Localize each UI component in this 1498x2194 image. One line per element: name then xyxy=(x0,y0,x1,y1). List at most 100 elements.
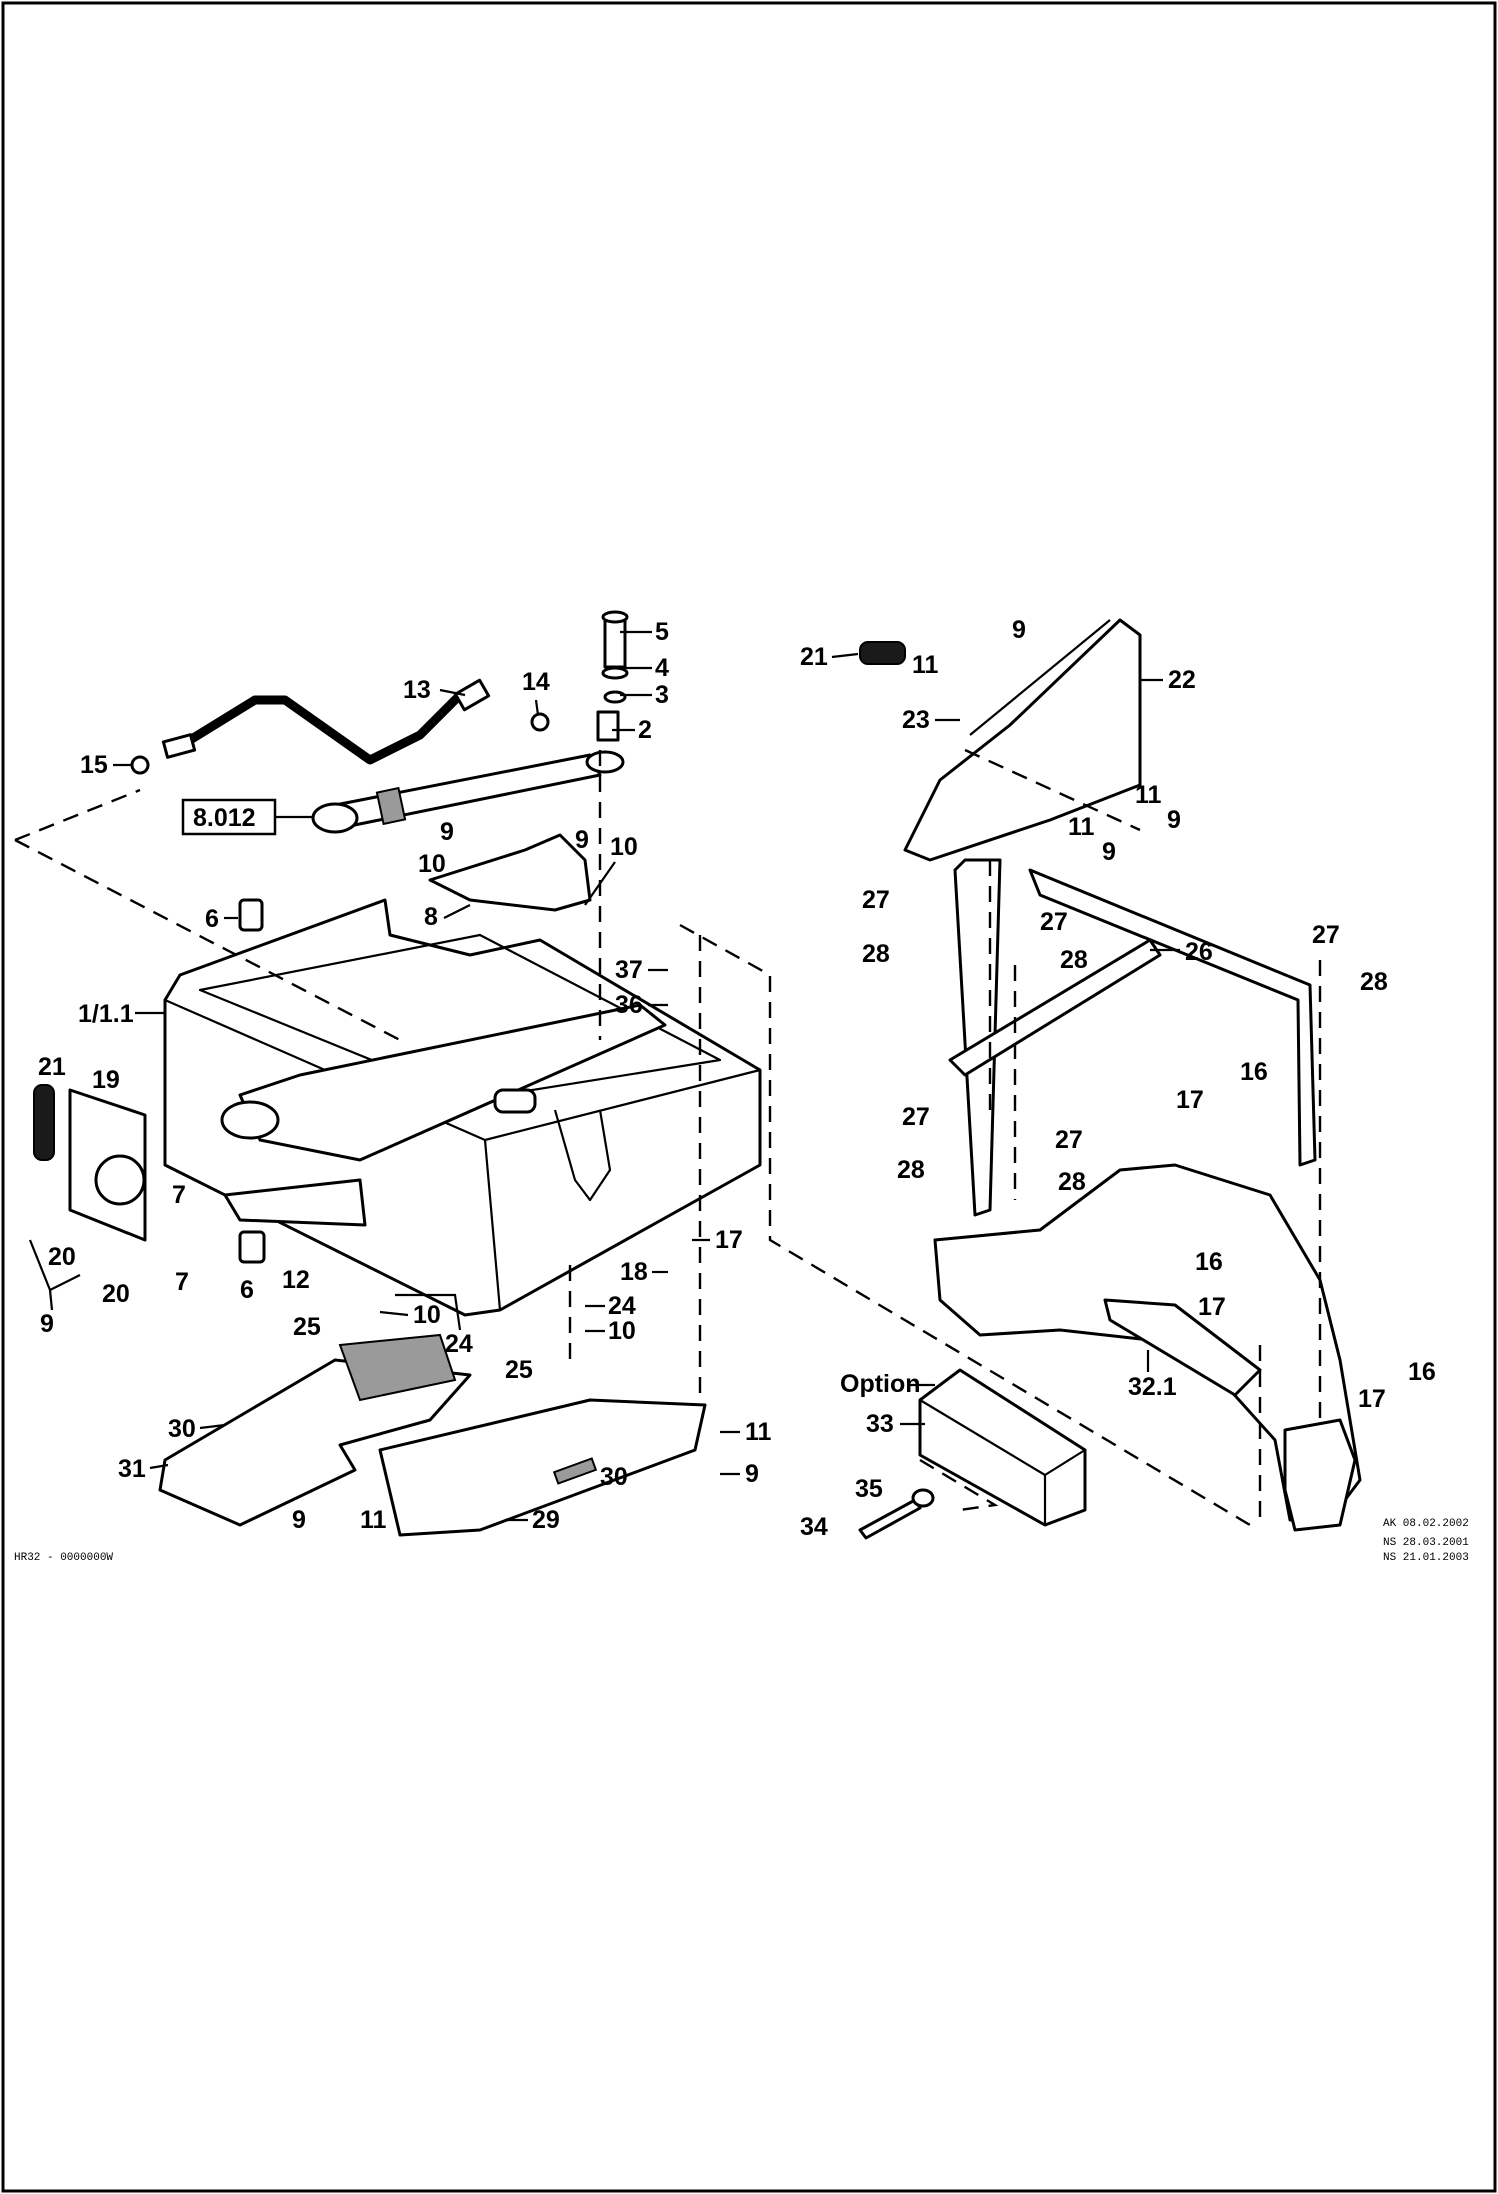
callout-17-left: 17 xyxy=(715,1226,743,1254)
boom-swing-bracket xyxy=(238,1003,667,1162)
callout-20-b: 20 xyxy=(102,1280,130,1308)
guide-line xyxy=(964,748,1141,832)
callout-labels-right: 21 11 9 22 23 11 9 11 9 27 28 27 28 26 2… xyxy=(800,616,1436,1541)
callout-15: 15 xyxy=(80,751,108,779)
callout-14: 14 xyxy=(522,668,550,696)
callout-9-b: 9 xyxy=(575,826,589,854)
callout-7-a: 7 xyxy=(172,1181,186,1209)
callout-4: 4 xyxy=(655,654,669,682)
callout-26: 26 xyxy=(1185,938,1213,966)
cylinder-eye xyxy=(311,802,359,834)
callout-17-c: 17 xyxy=(1358,1385,1386,1413)
callout-31: 31 xyxy=(118,1455,146,1483)
cylinder-mount xyxy=(585,750,625,774)
frame-corner-edge xyxy=(483,1139,502,1311)
support-crossbar-26 xyxy=(948,938,1162,1077)
callout-25-b: 25 xyxy=(505,1356,533,1384)
callout-9-d: 9 xyxy=(292,1506,306,1534)
swing-lower-plate xyxy=(223,1178,367,1227)
callout-24-a: 24 xyxy=(445,1330,473,1358)
hydraulic-hose xyxy=(164,691,464,765)
callout-28-b: 28 xyxy=(1060,946,1088,974)
left-assembly-uppercarriage-frame xyxy=(14,610,1251,1537)
callout-32-1: 32.1 xyxy=(1128,1373,1177,1401)
callout-27-a: 27 xyxy=(862,886,890,914)
callout-6-bottom: 6 xyxy=(240,1276,254,1304)
option-label: Option xyxy=(840,1370,921,1398)
callout-10-c: 10 xyxy=(413,1301,441,1329)
callout-17-a: 17 xyxy=(1176,1086,1204,1114)
right-assembly-counterweight xyxy=(858,618,1362,1540)
callout-1-1-1: 1/1.1 xyxy=(78,1000,134,1028)
slew-cylinder xyxy=(318,753,602,832)
callout-19: 19 xyxy=(92,1066,120,1094)
callout-11-e: 11 xyxy=(1068,813,1095,841)
callout-28-a: 28 xyxy=(862,940,890,968)
revision-2: NS 28.03.2001 xyxy=(1383,1537,1469,1549)
callout-10-d: 10 xyxy=(608,1317,636,1345)
bushing-2 xyxy=(596,710,620,742)
callout-11-c: 11 xyxy=(912,651,939,679)
callout-17-b: 17 xyxy=(1198,1293,1226,1321)
slot-opening xyxy=(493,1088,537,1114)
callout-21-right: 21 xyxy=(800,643,828,671)
callout-9-f: 9 xyxy=(1012,616,1026,644)
callout-30-a: 30 xyxy=(168,1415,196,1443)
callout-6-top: 6 xyxy=(205,905,219,933)
callout-9-c: 9 xyxy=(40,1310,54,1338)
option-weight-33 xyxy=(918,1368,1087,1527)
callout-20-a: 20 xyxy=(48,1243,76,1271)
washer-3 xyxy=(603,690,627,704)
callout-18: 18 xyxy=(620,1258,648,1286)
callout-27-d: 27 xyxy=(902,1103,930,1131)
callout-13: 13 xyxy=(403,676,431,704)
revision-3: NS 21.01.2003 xyxy=(1383,1552,1469,1564)
callout-34: 34 xyxy=(800,1513,828,1541)
callout-10-a: 10 xyxy=(418,850,446,878)
callout-12: 12 xyxy=(282,1266,310,1294)
callout-35: 35 xyxy=(855,1475,883,1503)
swing-pin-boss xyxy=(220,1100,280,1140)
callout-5: 5 xyxy=(655,618,669,646)
callout-21-left: 21 xyxy=(38,1053,66,1081)
callout-25-a: 25 xyxy=(293,1313,321,1341)
callout-27-e: 27 xyxy=(1055,1126,1083,1154)
cover-22 xyxy=(903,618,1142,862)
bolt-5-head xyxy=(601,610,629,624)
cylinder-band xyxy=(375,786,407,826)
guide-line xyxy=(14,838,401,1042)
cover-plate-8 xyxy=(428,833,592,912)
callout-16-a: 16 xyxy=(1240,1058,1268,1086)
guide-line xyxy=(919,1458,999,1512)
nut-14 xyxy=(530,712,550,732)
nut-15 xyxy=(130,755,150,775)
spring-21-right xyxy=(859,641,906,665)
washer-35 xyxy=(911,1488,935,1508)
bolt-34 xyxy=(858,1498,922,1540)
washer-4 xyxy=(601,666,629,680)
callout-23: 23 xyxy=(902,706,930,734)
callout-33: 33 xyxy=(866,1410,894,1438)
callout-9-e: 9 xyxy=(745,1460,759,1488)
callout-16-b: 16 xyxy=(1195,1248,1223,1276)
callout-29: 29 xyxy=(532,1506,560,1534)
callout-11-b: 11 xyxy=(745,1418,772,1446)
callout-10-b: 10 xyxy=(610,833,638,861)
hose-fitting-left xyxy=(161,733,197,759)
callout-24-b: 24 xyxy=(608,1292,636,1320)
bolt-5 xyxy=(603,615,627,669)
callout-37: 37 xyxy=(615,956,643,984)
callout-27-c: 27 xyxy=(1312,921,1340,949)
spring-21-left xyxy=(33,1084,55,1161)
callout-22: 22 xyxy=(1168,666,1196,694)
callout-11-a: 11 xyxy=(360,1506,387,1534)
anti-slip-30-b xyxy=(552,1457,598,1485)
drawing-number: HR32 - 0000000W xyxy=(14,1552,113,1564)
anti-slip-30 xyxy=(338,1333,457,1402)
callout-36: 36 xyxy=(615,991,643,1019)
callout-11-d: 11 xyxy=(1135,781,1162,809)
option-weight-edges xyxy=(919,1399,1086,1525)
callout-27-b: 27 xyxy=(1040,908,1068,936)
